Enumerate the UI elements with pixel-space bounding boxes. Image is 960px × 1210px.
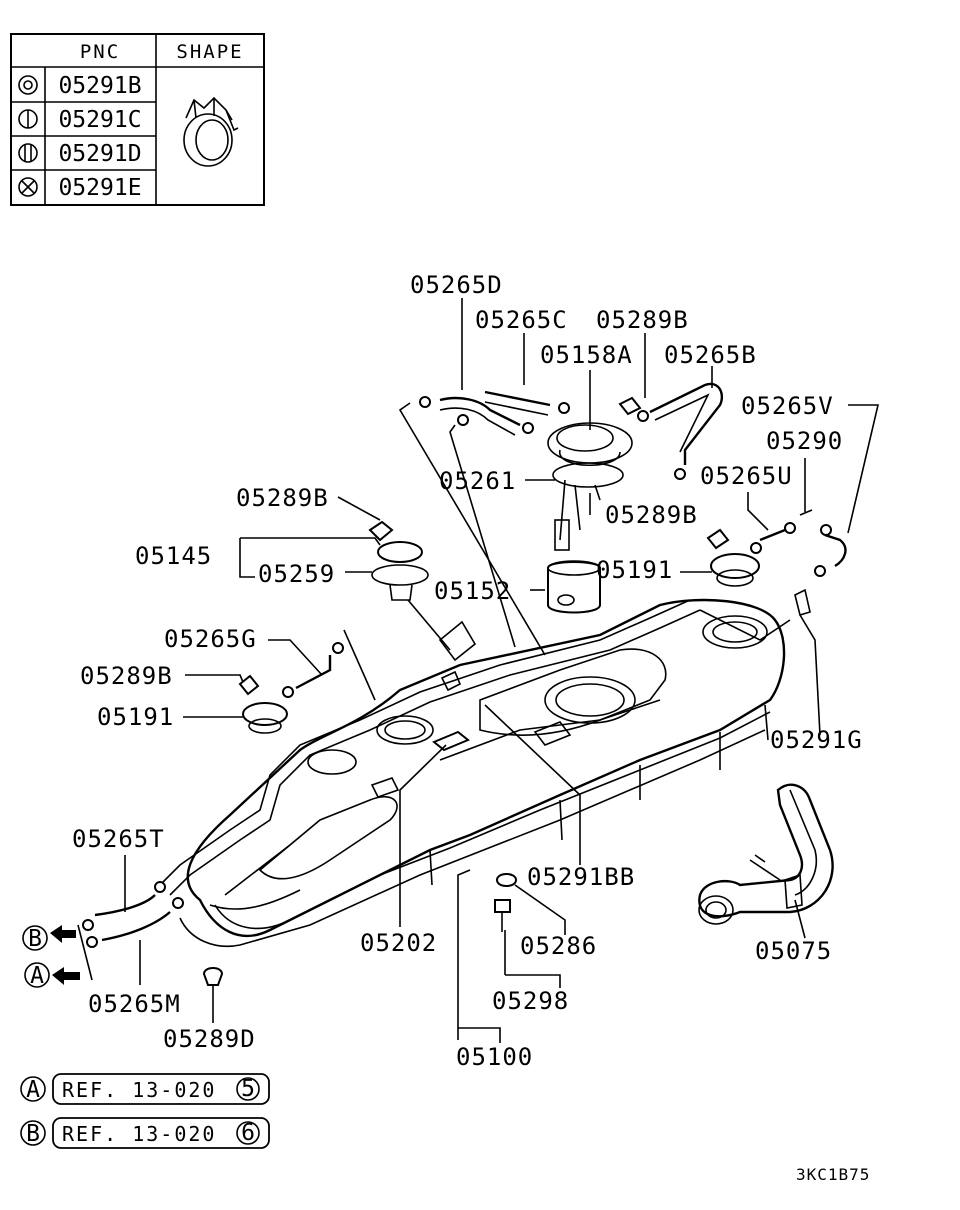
label-05289B-mid: 05289B <box>605 501 698 529</box>
table-pnc-05291E: 05291E <box>58 175 141 201</box>
lower-parts <box>82 873 518 998</box>
arrow-marker-a-letter: A <box>30 963 44 989</box>
arrow-marker-a: A <box>24 962 80 989</box>
label-05265G: 05265G <box>164 625 257 653</box>
fuel-tank-body <box>154 598 791 947</box>
table-pnc-05291C: 05291C <box>58 107 141 133</box>
part-labels: 05265D 05265C 05289B 05158A 05265B 05265… <box>72 271 863 1071</box>
plate-05191-right <box>706 528 760 587</box>
reference-b-number: 6 <box>241 1120 255 1146</box>
label-05265V: 05265V <box>741 392 834 420</box>
arrow-marker-b-letter: B <box>28 926 42 952</box>
circle-double-bar-icon <box>18 143 38 163</box>
reference-a-letter: A <box>26 1077 40 1103</box>
label-05290: 05290 <box>766 427 843 455</box>
arrow-marker-b: B <box>22 925 76 952</box>
circle-single-bar-icon <box>18 109 38 129</box>
label-05265C: 05265C <box>475 306 568 334</box>
label-05291G: 05291G <box>770 726 863 754</box>
label-05191-right: 05191 <box>596 556 673 584</box>
drawing-code: 3KC1B75 <box>796 1165 870 1184</box>
label-05289B-low: 05289B <box>80 662 173 690</box>
label-05291BB: 05291BB <box>527 863 635 891</box>
double-circle-icon <box>18 75 38 95</box>
label-05075: 05075 <box>755 937 832 965</box>
arrow-left-icon <box>50 925 76 943</box>
label-05152: 05152 <box>434 577 511 605</box>
reference-a-text: REF. 13-020 <box>62 1078 216 1102</box>
table-header-shape: SHAPE <box>176 41 243 63</box>
label-05100: 05100 <box>456 1043 533 1071</box>
legend-table: PNC SHAPE 05291B 05291C 05291D 05291E <box>10 33 265 206</box>
fuel-sender-unit <box>368 520 477 662</box>
table-header-pnc: PNC <box>80 41 120 63</box>
label-05265T: 05265T <box>72 825 165 853</box>
filler-neck-hose <box>698 783 834 925</box>
table-pnc-05291D: 05291D <box>58 141 141 167</box>
label-05289D: 05289D <box>163 1025 256 1053</box>
label-05265M: 05265M <box>88 990 181 1018</box>
label-05289B-top: 05289B <box>596 306 689 334</box>
hose-clamp-icon <box>183 96 239 167</box>
label-05191-left: 05191 <box>97 703 174 731</box>
label-05145: 05145 <box>135 542 212 570</box>
label-05265B: 05265B <box>664 341 757 369</box>
label-05286: 05286 <box>520 932 597 960</box>
fuel-pump-assembly <box>547 422 633 614</box>
plate-05191-left <box>238 674 288 734</box>
label-05265D: 05265D <box>410 271 503 299</box>
reference-b: B REF. 13-020 6 <box>20 1117 270 1149</box>
reference-b-letter: B <box>26 1121 40 1147</box>
label-05259: 05259 <box>258 560 335 588</box>
leader-lines <box>77 298 880 1043</box>
label-05265U: 05265U <box>700 462 793 490</box>
reference-b-text: REF. 13-020 <box>62 1122 216 1146</box>
label-05298: 05298 <box>492 987 569 1015</box>
label-05158A: 05158A <box>540 341 633 369</box>
circle-x-icon <box>18 177 38 197</box>
arrow-left-icon <box>52 967 80 985</box>
table-pnc-05291B: 05291B <box>58 73 141 99</box>
reference-a-number: 5 <box>241 1076 255 1102</box>
label-05261: 05261 <box>439 467 516 495</box>
label-05289B-left: 05289B <box>236 484 329 512</box>
reference-a: A REF. 13-020 5 <box>20 1073 270 1105</box>
label-05202: 05202 <box>360 929 437 957</box>
top-hoses <box>282 382 847 698</box>
